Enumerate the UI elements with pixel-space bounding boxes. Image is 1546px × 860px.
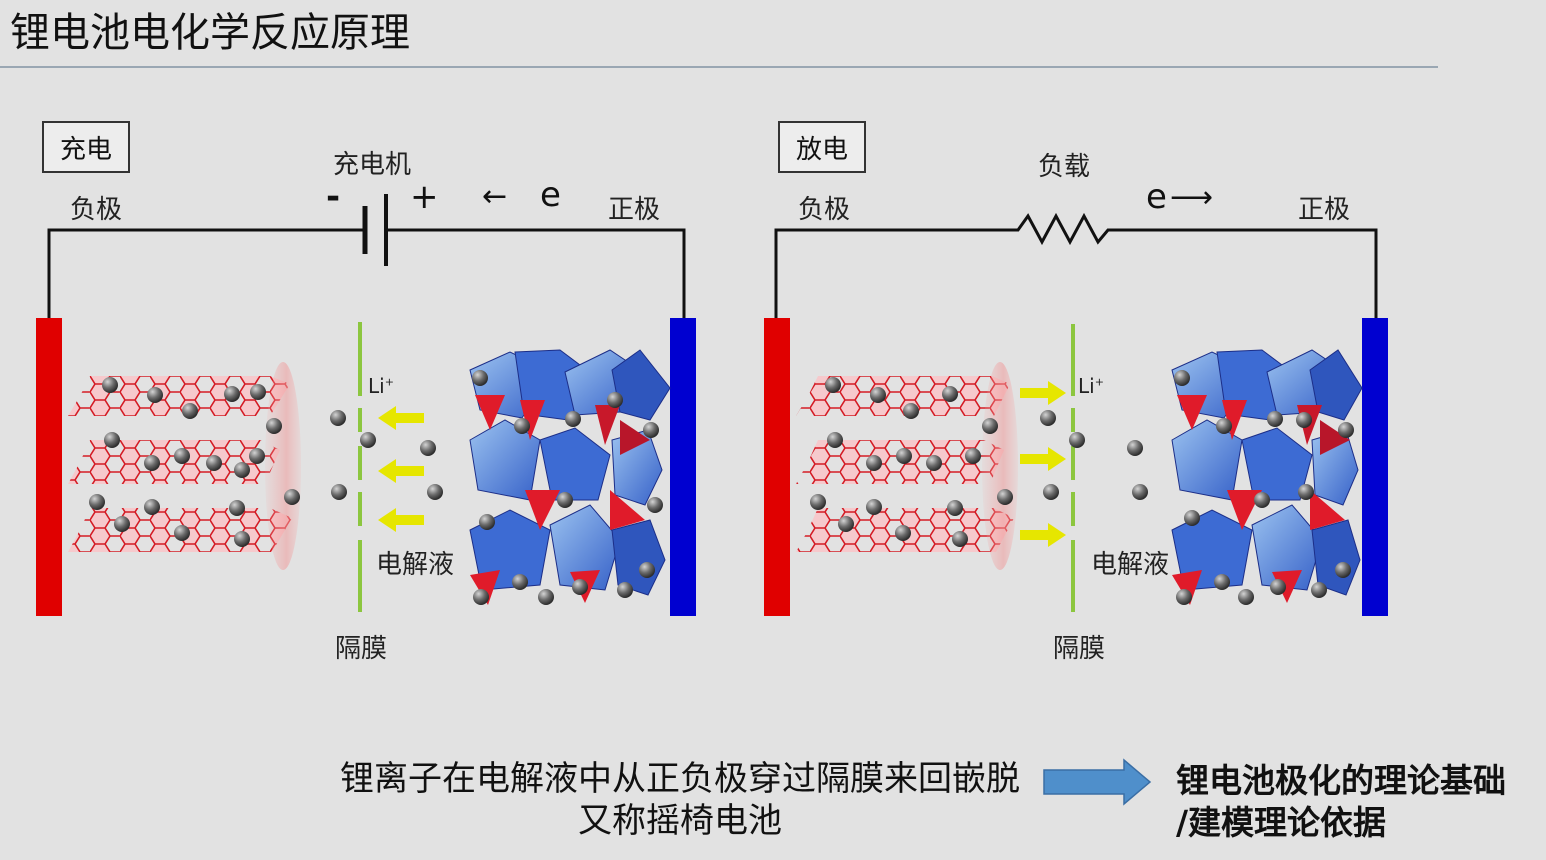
charge-panel (36, 194, 696, 616)
charge-li-text: Li (368, 374, 385, 398)
load-label: 负载 (1038, 152, 1091, 182)
discharge-electron-label: e (1146, 177, 1167, 217)
discharge-anode-label: 负极 (798, 195, 851, 225)
caption: 锂离子在电解液中从正负极穿过隔膜来回嵌脱 又称摇椅电池 (330, 758, 1030, 842)
charge-anode-plate (36, 318, 62, 616)
charge-circuit-wire (47, 228, 365, 318)
charge-ion-arrows (378, 406, 424, 532)
discharge-electron-arrow-icon: ⟶ (1170, 180, 1214, 215)
discharge-cathode-label: 正极 (1298, 195, 1351, 225)
conclusion-line-1: 锂电池极化的理论基础 (1176, 761, 1506, 800)
conclusion-line-2: /建模理论依据 (1176, 803, 1387, 842)
discharge-cathode-plate (1362, 318, 1388, 616)
charger-label: 充电机 (333, 150, 412, 180)
conclusion: 锂电池极化的理论基础 /建模理论依据 (1176, 760, 1541, 844)
charge-cathode-lattice (469, 349, 671, 605)
discharge-anode-plate (764, 318, 790, 616)
charge-electron-label: e (540, 175, 561, 215)
charger-plus-sign: + (410, 177, 439, 217)
title-divider (0, 66, 1438, 68)
discharge-separator-label: 隔膜 (1053, 634, 1106, 664)
flow-arrow (1043, 758, 1152, 806)
discharge-electrolyte-label: 电解液 (1091, 550, 1170, 580)
caption-line-2: 又称摇椅电池 (578, 801, 782, 841)
discharge-li-text: Li (1078, 374, 1095, 398)
caption-line-1: 锂离子在电解液中从正负极穿过隔膜来回嵌脱 (340, 759, 1020, 799)
discharge-cathode-lattice (1171, 349, 1363, 605)
discharge-li-ion-label: Li+ (1078, 376, 1104, 396)
charge-anode-label: 负极 (70, 195, 123, 225)
discharge-li-ions (810, 370, 1354, 605)
page-title: 锂电池电化学反应原理 (10, 10, 410, 56)
charge-li-charge: + (384, 375, 394, 389)
charge-cathode-label: 正极 (608, 195, 661, 225)
charger-minus-sign: - (326, 177, 341, 217)
charge-cathode-plate (670, 318, 696, 616)
charge-separator-label: 隔膜 (335, 634, 388, 664)
charge-li-ion-label: Li+ (368, 376, 394, 396)
charge-mode-label: 充电 (42, 121, 130, 173)
discharge-mode-label: 放电 (778, 121, 866, 173)
discharge-ion-arrows (1020, 381, 1066, 547)
charge-electron-arrow-icon: ← (482, 179, 508, 214)
discharge-circuit-wire (774, 212, 1378, 318)
discharge-li-charge: + (1094, 375, 1104, 389)
charge-li-ions (89, 370, 663, 605)
charge-electrolyte-label: 电解液 (376, 550, 455, 580)
charge-circuit-wire-right (386, 228, 686, 318)
discharge-panel (764, 212, 1388, 616)
